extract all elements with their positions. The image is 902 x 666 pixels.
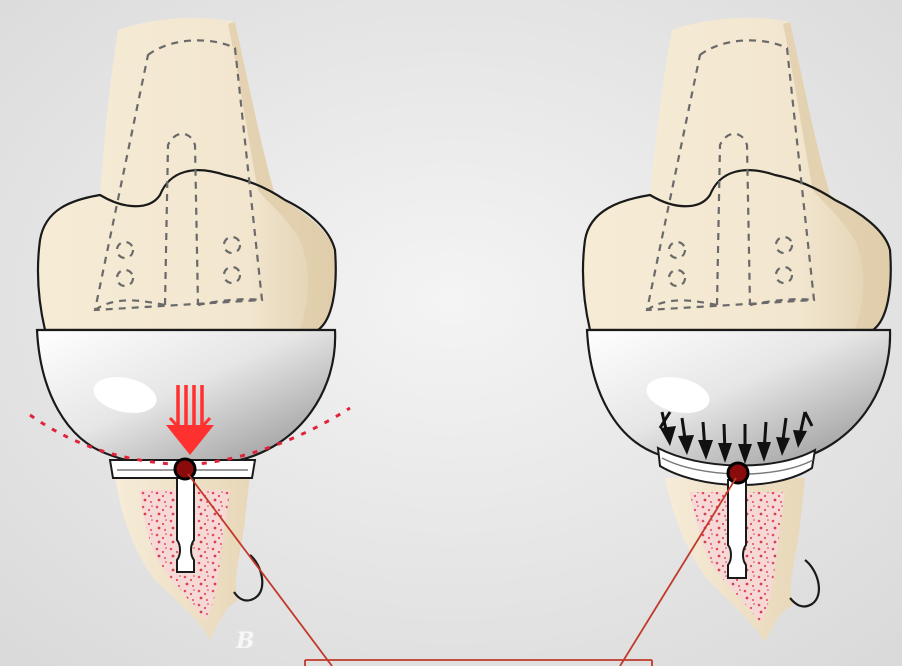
figure-label-fragment: B <box>235 628 255 654</box>
right-contact-point <box>728 463 748 483</box>
right-tibial-stem <box>728 480 746 578</box>
left-tibial-stem <box>177 478 194 572</box>
left-contact-point <box>175 459 195 479</box>
